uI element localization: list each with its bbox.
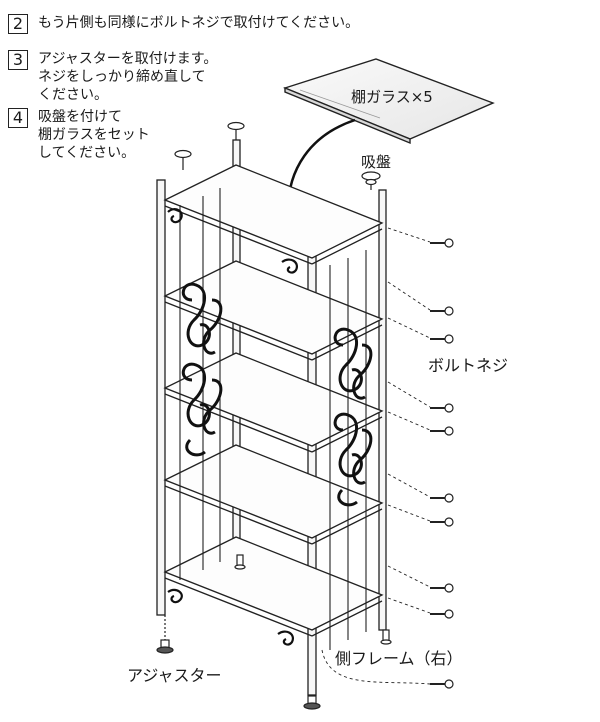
bolt-icon xyxy=(387,565,454,593)
adjuster-icon xyxy=(303,695,321,710)
step-number: 4 xyxy=(8,108,28,128)
post-front-left xyxy=(156,179,166,616)
bolt-icon xyxy=(387,504,454,527)
step-4: 4 吸盤を付けて 棚ガラスをセット してください。 xyxy=(8,108,150,162)
shelf-levels xyxy=(163,164,384,637)
adjuster-feet xyxy=(156,554,392,710)
bolt-icon xyxy=(387,473,454,503)
bolt-icon xyxy=(387,227,454,248)
adjuster-icon xyxy=(380,629,392,645)
step-text: もう片側も同様にボルトネジで取付けてください。 xyxy=(38,15,360,31)
shelf-level xyxy=(163,164,384,265)
shelf-level xyxy=(163,536,384,637)
glass-shelf-pane xyxy=(282,58,495,145)
shelf-level xyxy=(163,444,384,545)
side-frame-label: 側フレーム（右） xyxy=(335,649,463,668)
bolt-icon xyxy=(387,411,454,436)
suction-cup-icon xyxy=(361,171,381,190)
bolt-screw-label: ボルトネジ xyxy=(428,356,509,375)
shelf-level xyxy=(163,260,384,361)
bolt-icon xyxy=(387,597,454,619)
bolt-icon xyxy=(321,649,454,689)
step-3: 3 アジャスターを取付けます。 ネジをしっかり締め直して ください。 xyxy=(8,50,217,104)
shelf-level xyxy=(163,352,384,453)
bolt-screws xyxy=(321,227,454,689)
suction-cup-label: 吸盤 xyxy=(361,153,392,171)
suction-cup-icon xyxy=(174,149,192,170)
step-text: 棚ガラスをセット xyxy=(38,127,150,143)
step-text: ネジをしっかり締め直して xyxy=(38,69,206,85)
bolt-icon xyxy=(387,381,454,413)
corner-scrolls xyxy=(167,208,298,646)
bolt-icon xyxy=(387,281,454,316)
adjuster-label: アジャスター xyxy=(127,666,222,685)
step-text: アジャスターを取付けます。 xyxy=(38,51,218,67)
suction-cup-icon xyxy=(227,121,245,140)
bolt-icon xyxy=(387,317,454,344)
adjuster-icon xyxy=(234,554,246,570)
glass-shelf-label: 棚ガラス×5 xyxy=(351,88,433,106)
step-number: 2 xyxy=(8,14,28,34)
adjuster-icon xyxy=(156,615,174,654)
step-text: 吸盤を付けて xyxy=(38,109,122,125)
step-text: ください。 xyxy=(38,87,108,103)
step-2: 2 もう片側も同様にボルトネジで取付けてください。 xyxy=(8,14,359,34)
scroll-ornament-right xyxy=(333,327,373,507)
scroll-ornament-left xyxy=(181,282,223,457)
step-number: 3 xyxy=(8,50,28,70)
step-text: してください。 xyxy=(38,145,136,161)
